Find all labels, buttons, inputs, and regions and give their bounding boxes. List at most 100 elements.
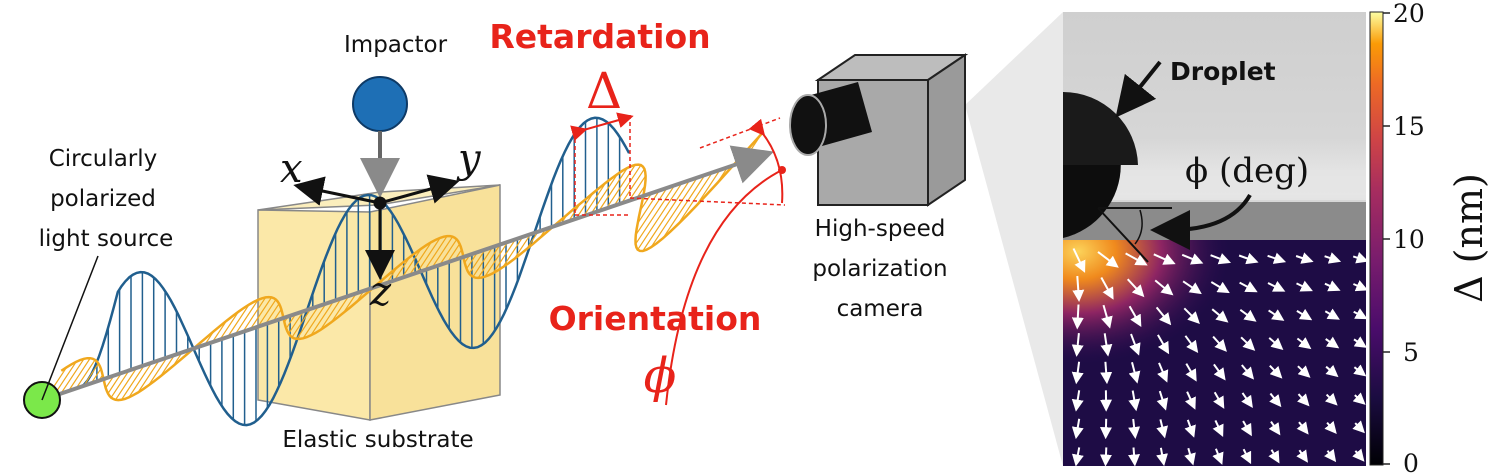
orientation-label: Orientation (549, 299, 762, 338)
orientation-vector (1296, 337, 1312, 350)
orange-wave-hatch (67, 357, 91, 392)
orange-wave-hatch (257, 299, 277, 328)
orientation-vector (1324, 448, 1337, 463)
colorbar-tick-15: 15 (1393, 112, 1425, 141)
orange-wave-hatch (439, 239, 458, 266)
orientation-vector (1071, 332, 1084, 357)
orientation-vector (1353, 336, 1366, 348)
orientation-vector (1183, 307, 1200, 324)
orientation-vector (1324, 252, 1342, 264)
orientation-vector (1353, 308, 1366, 320)
orientation-vector (1269, 392, 1282, 408)
blue-wave (79, 116, 631, 427)
orange-wave-hatch (137, 359, 160, 393)
orientation-vector (1296, 421, 1309, 435)
source-label-line2: polarized (50, 186, 156, 212)
orientation-vector (1324, 308, 1340, 320)
orange-wave-hatch (416, 237, 441, 274)
orientation-vector (1156, 447, 1168, 466)
orientation-vector (1099, 447, 1112, 466)
projection-wedge (965, 12, 1063, 466)
retardation-symbol: Δ (586, 62, 622, 120)
experiment-image: Droplet ϕ (deg) (1063, 12, 1366, 466)
orientation-vector (1325, 364, 1339, 378)
orientation-vector (1324, 392, 1338, 406)
colorbar: 20 15 10 5 0 Δ (nm) (1369, 0, 1491, 475)
orientation-vector (1212, 448, 1224, 465)
orange-wave-hatch (265, 303, 280, 325)
axis-x-label: x (280, 146, 303, 192)
orientation-vector (1157, 362, 1169, 383)
orange-wave-hatch (677, 172, 713, 225)
orange-wave-hatch (302, 303, 327, 339)
orange-wave-hatch (83, 363, 99, 387)
orange-wave-hatch (598, 167, 628, 212)
orientation-vector (1125, 252, 1148, 266)
orange-wave-hatch (107, 372, 123, 394)
orientation-vector (1128, 305, 1142, 328)
orange-wave-hatch (526, 231, 539, 250)
colorbar-title: Δ (nm) (1447, 173, 1491, 303)
impactor-icon (352, 76, 408, 132)
orange-wave-hatch (472, 246, 494, 278)
orientation-vector (1071, 418, 1084, 440)
orientation-vector (1241, 392, 1253, 409)
camera-label-line1: High-speed (815, 216, 946, 242)
orientation-vector (1241, 364, 1255, 380)
orange-wave-hatch (637, 182, 683, 251)
substrate-label: Elastic substrate (282, 427, 473, 453)
orientation-vector (1297, 393, 1310, 407)
orientation-vector (1126, 278, 1145, 298)
orientation-vector (1240, 448, 1252, 465)
orientation-vector (1239, 281, 1258, 293)
orange-wave-hatch (408, 241, 432, 276)
retardation-arrow (570, 112, 634, 141)
orange-wave-curve (60, 133, 763, 402)
axis-z-label: z (369, 269, 392, 315)
orange-wave-hatch (650, 177, 698, 248)
coordinate-axes (293, 174, 460, 280)
orange-wave-hatch (319, 298, 342, 331)
orientation-vector (1100, 333, 1113, 357)
orientation-vector (1268, 337, 1284, 350)
retardation-markers (574, 115, 786, 216)
orange-wave-hatch (484, 241, 509, 278)
phi-deg-label: ϕ (deg) (1185, 151, 1309, 191)
orientation-symbol: ϕ (644, 348, 677, 404)
retardation-label: Retardation (489, 17, 710, 56)
orientation-vector (1153, 253, 1176, 265)
orientation-vector (1071, 361, 1084, 385)
orange-wave-hatch (613, 164, 642, 207)
orientation-vector (1239, 308, 1257, 322)
camera-icon (789, 53, 969, 207)
orientation-vector (1211, 308, 1229, 323)
orientation-vector (1267, 280, 1286, 292)
orientation-vector (1128, 418, 1141, 439)
orientation-vector (1185, 363, 1197, 382)
source-label-line1: Circularly (49, 146, 158, 172)
orientation-vector (1324, 280, 1341, 292)
orientation-vector (1154, 279, 1174, 296)
orange-wave-hatch (242, 297, 267, 333)
blue-wave-curve (79, 116, 631, 427)
orange-wave-hatch (662, 174, 706, 239)
orientation-vector (1296, 280, 1313, 292)
camera-label-line2: polarization (812, 256, 947, 282)
orientation-vector (1128, 390, 1141, 412)
orientation-vector (1296, 308, 1313, 321)
orange-wave-hatch (502, 236, 524, 268)
source-label-line3: light source (39, 226, 174, 252)
orientation-vector (1240, 420, 1252, 437)
orientation-vector (1184, 419, 1196, 438)
orientation-vector (1072, 275, 1085, 302)
orange-wave-hatch (401, 248, 422, 279)
orientation-vector (1353, 280, 1366, 292)
impactor-label: Impactor (344, 32, 448, 58)
camera-label-line3: camera (837, 296, 924, 322)
orange-wave-hatch (424, 235, 448, 271)
orientation-vector (1353, 364, 1366, 377)
orientation-vector (1268, 421, 1281, 436)
orange-wave-hatch (639, 192, 653, 211)
orientation-vector (1240, 336, 1256, 351)
orientation-vector (1182, 280, 1202, 295)
